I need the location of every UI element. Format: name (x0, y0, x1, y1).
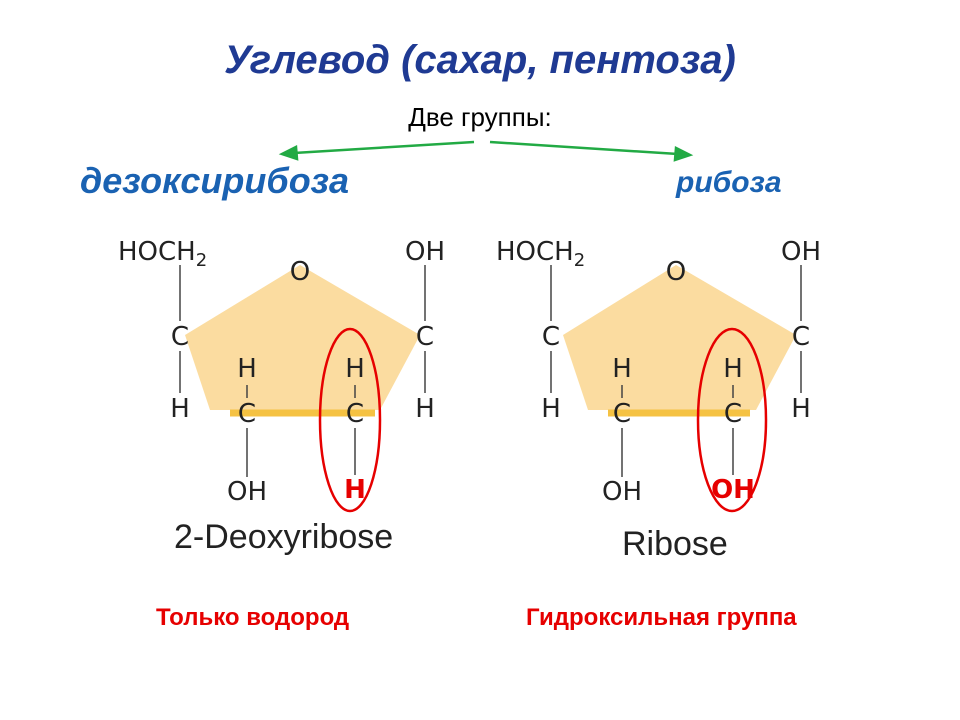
c2-hydrogen: H (723, 354, 743, 384)
c2-highlight-hydrogen: H (344, 475, 366, 505)
c1-carbon: C (416, 322, 434, 352)
c1-hydrogen: H (791, 394, 811, 424)
ring-pentagon (185, 265, 420, 410)
c4-carbon: C (171, 322, 189, 352)
c2-carbon: C (346, 399, 364, 429)
subtitle: Две группы: (408, 102, 552, 132)
page-title: Углевод (сахар, пентоза) (224, 38, 736, 82)
c4-hydrogen: H (541, 394, 561, 424)
ribose-structure: HOCH2 O OH C C H H H H C C OH OH (496, 237, 821, 513)
hoch2-group: HOCH2 (118, 237, 207, 271)
hoch2-group: HOCH2 (496, 237, 585, 271)
molecule-name-deoxyribose: 2-Deoxyribose (174, 518, 394, 556)
highlight-ellipse (318, 327, 382, 513)
arrow-left (293, 140, 475, 155)
arrow-right-head (673, 146, 694, 162)
group-label-deoxyribose: дезоксирибоза (80, 160, 350, 201)
ring-oxygen: O (666, 257, 686, 287)
group-label-ribose: рибоза (676, 166, 782, 199)
c1-carbon: C (792, 322, 810, 352)
c3-hydrogen: H (612, 354, 632, 384)
c1-oh: OH (781, 237, 821, 267)
c3-oh: OH (602, 477, 642, 507)
c2-carbon: C (724, 399, 742, 429)
deoxyribose-structure: HOCH2 O OH C C H H H H C C OH H (118, 237, 445, 513)
caption-deoxyribose: Только водород (156, 604, 350, 631)
molecule-name-ribose: Ribose (622, 525, 728, 563)
highlight-ellipse (696, 327, 768, 513)
c3-oh: OH (227, 477, 267, 507)
c3-carbon: C (238, 399, 256, 429)
arrow-right (489, 140, 679, 156)
c1-oh: OH (405, 237, 445, 267)
ring-pentagon (563, 265, 796, 410)
caption-ribose: Гидроксильная группа (526, 604, 797, 631)
c4-carbon: C (542, 322, 560, 352)
ring-oxygen: O (290, 257, 310, 287)
c1-hydrogen: H (415, 394, 435, 424)
c3-carbon: C (613, 399, 631, 429)
c2-hydrogen: H (345, 354, 365, 384)
arrow-left-head (278, 145, 299, 161)
c4-hydrogen: H (170, 394, 190, 424)
c3-hydrogen: H (237, 354, 257, 384)
